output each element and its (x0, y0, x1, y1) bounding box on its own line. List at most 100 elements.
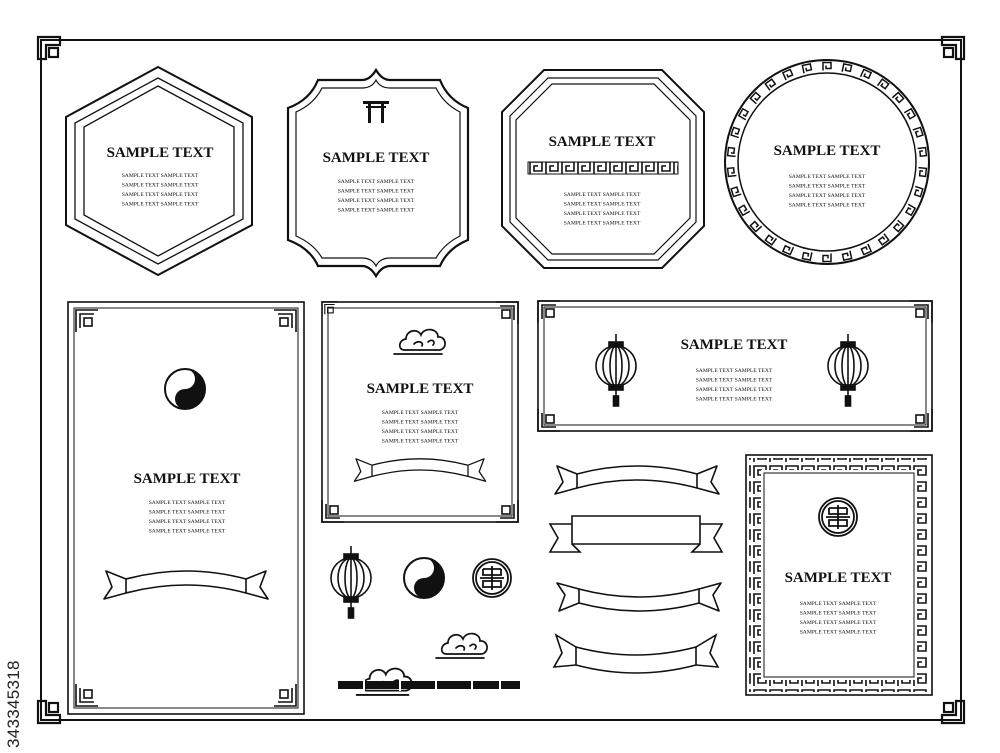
meander-key (801, 62, 813, 74)
meander-key (730, 186, 742, 198)
torii-gate-icon (363, 101, 389, 123)
ribbon-banner-icon (552, 633, 720, 674)
meander-band (527, 161, 679, 175)
body-text-line: SAMPLE TEXT SAMPLE TEXT (149, 500, 226, 506)
body-text-line: SAMPLE TEXT SAMPLE TEXT (149, 510, 226, 516)
body-text-line: SAMPLE TEXT SAMPLE TEXT (564, 221, 641, 227)
outer-border (36, 35, 966, 725)
lantern-icon (827, 333, 869, 407)
bamboo-bar-icon (338, 679, 520, 691)
meander-key (912, 126, 924, 138)
lantern-banner-frame: SAMPLE TEXT SAMPLE TEXT SAMPLE TEXT SAMPL… (537, 300, 933, 432)
body-text-line: SAMPLE TEXT SAMPLE TEXT (696, 397, 773, 403)
ribbon-column (548, 465, 724, 674)
longevity-medallion-icon (472, 558, 512, 598)
meander-key (841, 62, 853, 73)
body-text-line: SAMPLE TEXT SAMPLE TEXT (800, 620, 877, 626)
body-text-line: SAMPLE TEXT SAMPLE TEXT (122, 192, 199, 198)
body-text-line: SAMPLE TEXT SAMPLE TEXT (696, 368, 773, 374)
yin-yang-icon (403, 557, 445, 599)
meander-key (749, 220, 763, 233)
cloud-icon (393, 328, 446, 355)
meander-key (877, 233, 890, 246)
meander-key (859, 68, 873, 80)
meander-key (726, 146, 736, 158)
frame-title: SAMPLE TEXT (107, 145, 214, 161)
meander-key (726, 166, 737, 178)
frame-title: SAMPLE TEXT (681, 337, 788, 353)
ribbon-banner-icon (554, 465, 720, 495)
body-text-line: SAMPLE TEXT SAMPLE TEXT (789, 203, 866, 209)
body-text-line: SAMPLE TEXT SAMPLE TEXT (800, 601, 877, 607)
octagon-frame: SAMPLE TEXT SAMPLE TEXT SAMPLE TEXT SAMPL… (501, 69, 705, 269)
meander-key (918, 166, 928, 178)
frame-title: SAMPLE TEXT (785, 570, 892, 586)
meander-key (841, 250, 853, 262)
body-text-line: SAMPLE TEXT SAMPLE TEXT (122, 173, 199, 179)
ribbon-banner-icon (556, 582, 722, 612)
frame-title: SAMPLE TEXT (323, 150, 430, 166)
meander-key (822, 253, 832, 263)
body-text-line: SAMPLE TEXT SAMPLE TEXT (789, 193, 866, 199)
yin-yang-icon (164, 368, 206, 410)
body-text-line: SAMPLE TEXT SAMPLE TEXT (800, 630, 877, 636)
ornament-set (330, 545, 520, 696)
round-meander-frame: SAMPLE TEXT SAMPLE TEXT SAMPLE TEXT SAMPL… (724, 59, 930, 265)
ribbon-banner-icon (353, 458, 487, 482)
meander-key (822, 61, 832, 71)
body-text-line: SAMPLE TEXT SAMPLE TEXT (382, 439, 459, 445)
body-text-line: SAMPLE TEXT SAMPLE TEXT (338, 198, 415, 204)
meander-key (764, 78, 777, 91)
meander-key (737, 204, 751, 217)
body-text-line: SAMPLE TEXT SAMPLE TEXT (564, 211, 641, 217)
body-text-line: SAMPLE TEXT SAMPLE TEXT (149, 519, 226, 525)
meander-key (917, 146, 928, 158)
meander-key (904, 203, 917, 217)
ribbon-banner-icon (548, 515, 724, 553)
meander-square-frame: SAMPLE TEXT SAMPLE TEXT SAMPLE TEXT SAMPL… (745, 454, 933, 696)
body-text-line: SAMPLE TEXT SAMPLE TEXT (149, 529, 226, 535)
body-text-line: SAMPLE TEXT SAMPLE TEXT (338, 208, 415, 214)
meander-key (892, 219, 905, 233)
body-text-line: SAMPLE TEXT SAMPLE TEXT (382, 410, 459, 416)
body-text-line: SAMPLE TEXT SAMPLE TEXT (800, 611, 877, 617)
cloud-card-frame: SAMPLE TEXT SAMPLE TEXT SAMPLE TEXT SAMPL… (321, 301, 519, 523)
body-text-line: SAMPLE TEXT SAMPLE TEXT (382, 420, 459, 426)
meander-key (913, 185, 924, 198)
cloud-icon (435, 632, 488, 659)
gate-plaque-frame: SAMPLE TEXT SAMPLE TEXT SAMPLE TEXT SAMPL… (286, 67, 470, 279)
frame-title: SAMPLE TEXT (134, 471, 241, 487)
meander-key (781, 244, 795, 256)
ribbon-banner-icon (103, 570, 269, 600)
meander-key (781, 68, 794, 81)
meander-key (737, 107, 750, 121)
body-text-line: SAMPLE TEXT SAMPLE TEXT (564, 202, 641, 208)
hexagon-frame: SAMPLE TEXT SAMPLE TEXT SAMPLE TEXT SAMPL… (65, 65, 253, 277)
stock-id-watermark: 343345318 (4, 660, 23, 748)
meander-key (903, 107, 917, 120)
body-text-line: SAMPLE TEXT SAMPLE TEXT (122, 202, 199, 208)
body-text-line: SAMPLE TEXT SAMPLE TEXT (789, 174, 866, 180)
frame-title: SAMPLE TEXT (367, 381, 474, 397)
lantern-icon (595, 333, 637, 407)
body-text-line: SAMPLE TEXT SAMPLE TEXT (122, 183, 199, 189)
meander-key (749, 91, 762, 105)
meander-key (764, 234, 778, 246)
body-text-line: SAMPLE TEXT SAMPLE TEXT (564, 192, 641, 198)
meander-key (860, 243, 873, 256)
meander-key (730, 126, 741, 139)
body-text-line: SAMPLE TEXT SAMPLE TEXT (338, 189, 415, 195)
meander-key (876, 78, 890, 90)
meander-key (891, 91, 905, 104)
body-text-line: SAMPLE TEXT SAMPLE TEXT (789, 184, 866, 190)
body-text-line: SAMPLE TEXT SAMPLE TEXT (382, 429, 459, 435)
body-text-line: SAMPLE TEXT SAMPLE TEXT (338, 179, 415, 185)
frame-title: SAMPLE TEXT (774, 143, 881, 159)
meander-key (801, 251, 813, 262)
lantern-icon (330, 545, 372, 619)
body-text-line: SAMPLE TEXT SAMPLE TEXT (696, 387, 773, 393)
body-text-line: SAMPLE TEXT SAMPLE TEXT (696, 378, 773, 384)
frame-title: SAMPLE TEXT (549, 134, 656, 150)
tall-yinyang-frame: SAMPLE TEXT SAMPLE TEXT SAMPLE TEXT SAMPL… (67, 301, 305, 715)
